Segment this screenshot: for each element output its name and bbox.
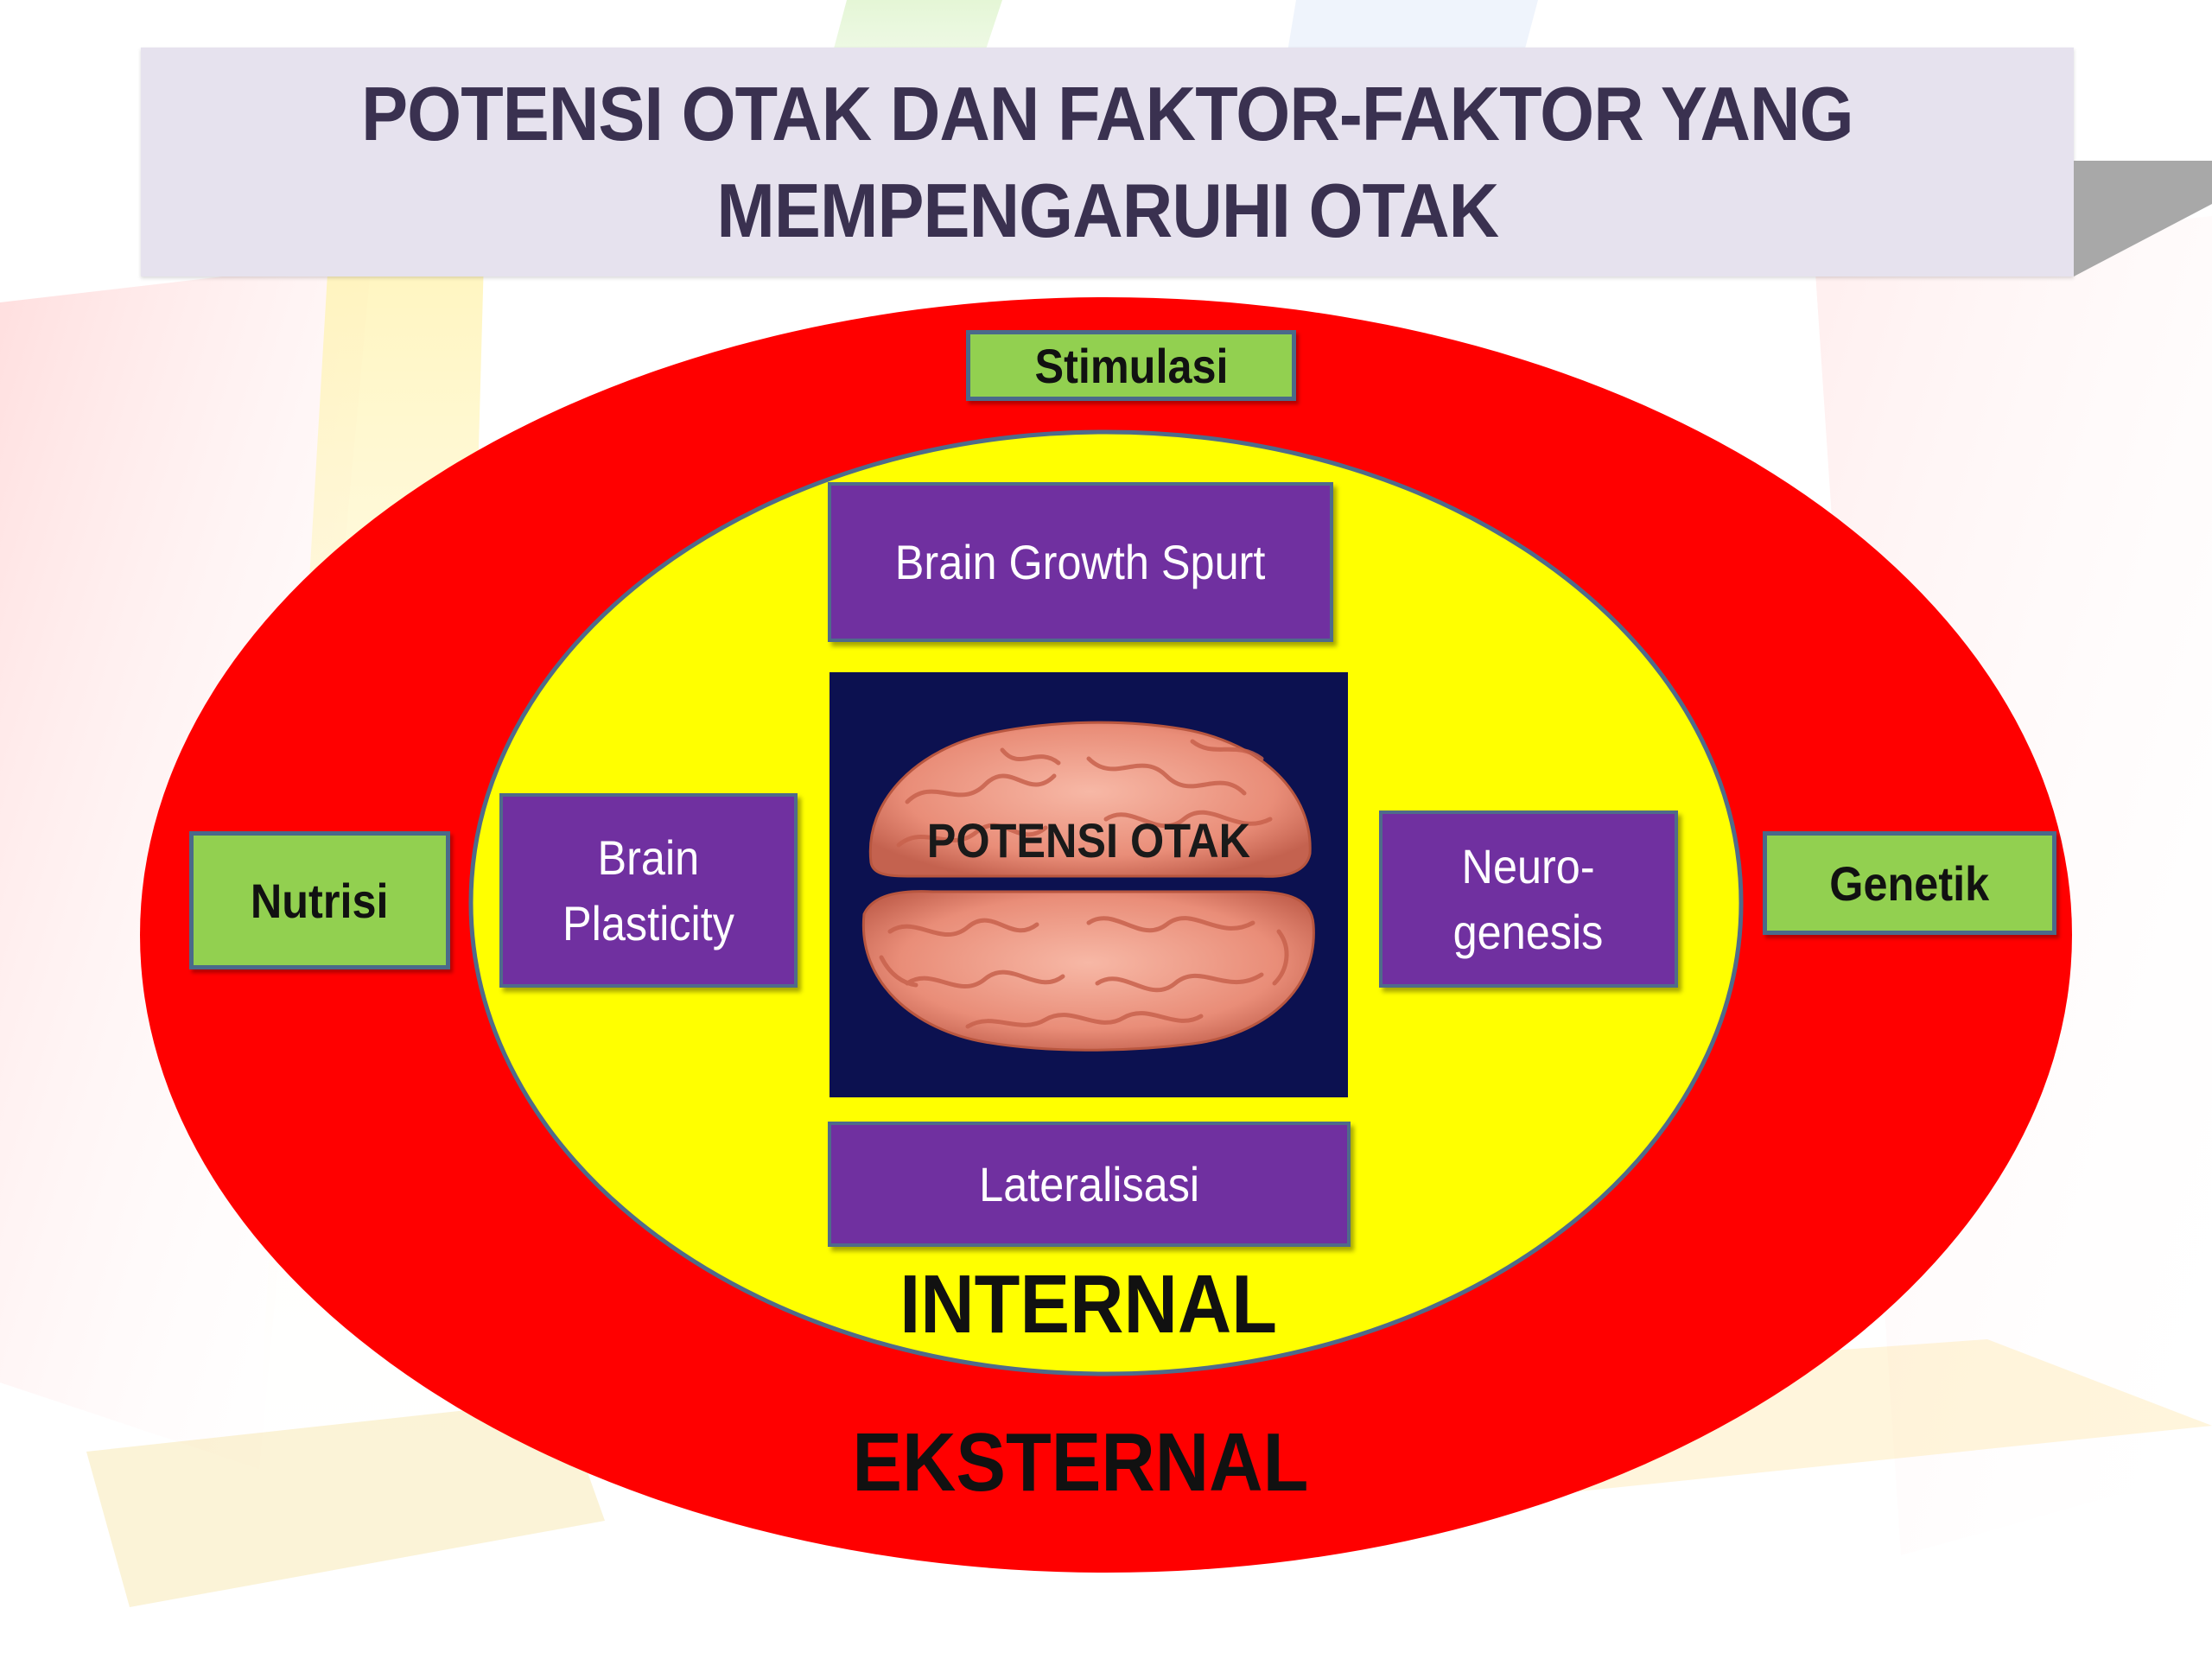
factor-genetik: Genetik: [1763, 831, 2056, 935]
brain-image: [830, 672, 1348, 1097]
factor-genetik-label: Genetik: [1829, 855, 1990, 911]
factor-brain-growth-spurt-label: Brain Growth Spurt: [895, 534, 1266, 589]
factor-nutrisi: Nutrisi: [189, 831, 450, 969]
title-banner: POTENSI OTAK DAN FAKTOR-FAKTOR YANG MEMP…: [141, 48, 2074, 276]
brain-illustration: [861, 721, 1315, 1052]
factor-neurogenesis-line2: genesis: [1453, 904, 1604, 959]
internal-ring-label: INTERNAL: [743, 1257, 1434, 1352]
factor-nutrisi-label: Nutrisi: [251, 873, 389, 928]
factor-brain-plasticity-line2: Plasticity: [563, 895, 734, 950]
factor-brain-growth-spurt: Brain Growth Spurt: [828, 482, 1333, 642]
internal-ring-label-text: INTERNAL: [899, 1258, 1278, 1351]
factor-stimulasi-label: Stimulasi: [1033, 338, 1229, 393]
brain-center-label-text: POTENSI OTAK: [926, 813, 1251, 868]
brain-center-label: POTENSI OTAK: [830, 812, 1348, 868]
eksternal-ring-label-text: EKSTERNAL: [851, 1416, 1309, 1509]
factor-neurogenesis: Neuro- genesis: [1379, 810, 1678, 988]
factor-brain-plasticity: Brain Plasticity: [499, 793, 798, 988]
factor-neurogenesis-line1: Neuro-: [1461, 838, 1596, 893]
eksternal-ring-label: EKSTERNAL: [734, 1415, 1426, 1510]
factor-stimulasi: Stimulasi: [966, 330, 1296, 401]
title-line-2: MEMPENGARUHI OTAK: [716, 167, 1499, 253]
title-line-1: POTENSI OTAK DAN FAKTOR-FAKTOR YANG: [361, 70, 1854, 156]
title-arrow-icon: [2074, 161, 2212, 276]
factor-lateralisasi-label: Lateralisasi: [979, 1156, 1199, 1211]
factor-lateralisasi: Lateralisasi: [828, 1122, 1351, 1247]
factor-brain-plasticity-line1: Brain: [597, 830, 700, 885]
